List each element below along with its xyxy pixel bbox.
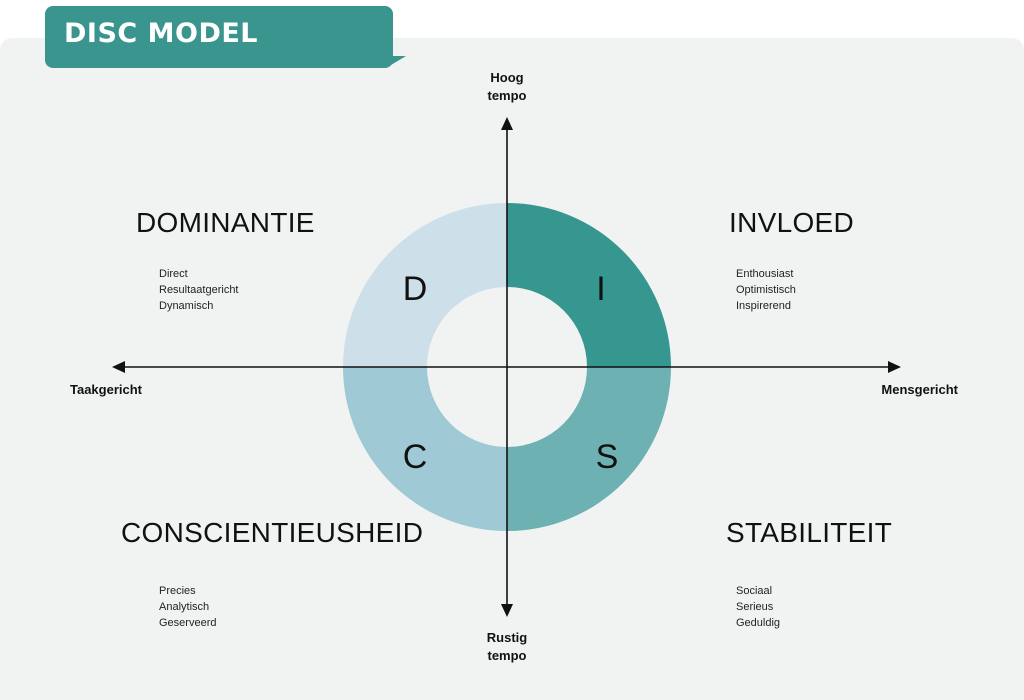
- segment-c: [343, 367, 507, 531]
- axis-label-bottom: Rustig tempo: [468, 629, 546, 665]
- arrow-up-icon: [501, 117, 513, 130]
- page-title: DISC MODEL: [64, 18, 258, 49]
- segment-letter-s: S: [595, 438, 619, 476]
- traits-conscientieusheid: Precies Analytisch Geserveerd: [159, 583, 216, 631]
- trait-item: Resultaatgericht: [159, 284, 239, 296]
- segment-i: [507, 203, 671, 367]
- arrow-right-icon: [888, 361, 901, 373]
- trait-item: Dynamisch: [159, 300, 214, 312]
- trait-item: Sociaal: [736, 585, 773, 597]
- title-tab: [45, 6, 393, 68]
- quadrant-title-dominantie: DOMINANTIE: [136, 207, 315, 238]
- traits-stabiliteit: Sociaal Serieus Geduldig: [736, 583, 780, 631]
- arrow-left-icon: [112, 361, 125, 373]
- traits-dominantie: Direct Resultaatgericht Dynamisch: [159, 266, 239, 314]
- segment-letter-i: I: [596, 270, 606, 308]
- segment-letter-c: C: [402, 438, 428, 476]
- quadrant-title-invloed: INVLOED: [729, 207, 855, 238]
- axis-label-left: Taakgericht: [70, 382, 143, 397]
- trait-item: Precies: [159, 585, 196, 597]
- segment-letter-d: D: [402, 270, 428, 308]
- axis-label-top: Hoog tempo: [468, 69, 546, 105]
- quadrant-title-conscientieusheid: CONSCIENTIEUSHEID: [121, 517, 424, 548]
- trait-item: Geserveerd: [159, 617, 217, 629]
- segment-d: [343, 203, 507, 367]
- trait-item: Analytisch: [159, 601, 210, 613]
- segment-s: [507, 367, 671, 531]
- trait-item: Serieus: [736, 601, 774, 613]
- axis-label-right: Mensgericht: [881, 382, 958, 397]
- axis-label-bottom-line1: Rustig: [486, 630, 528, 645]
- trait-item: Inspirerend: [736, 300, 792, 312]
- trait-item: Optimistisch: [736, 284, 796, 296]
- trait-item: Enthousiast: [736, 268, 794, 280]
- arrow-down-icon: [501, 604, 513, 617]
- axis-label-top-line2: tempo: [487, 88, 527, 103]
- diagram-panel: [0, 38, 1024, 700]
- axis-label-bottom-line2: tempo: [487, 648, 527, 663]
- title-tab-tail: [386, 56, 406, 68]
- quadrant-title-stabiliteit: STABILITEIT: [726, 517, 893, 548]
- trait-item: Geduldig: [736, 617, 781, 629]
- axis-label-top-line1: Hoog: [490, 70, 524, 85]
- traits-invloed: Enthousiast Optimistisch Inspirerend: [736, 266, 796, 314]
- trait-item: Direct: [159, 268, 188, 280]
